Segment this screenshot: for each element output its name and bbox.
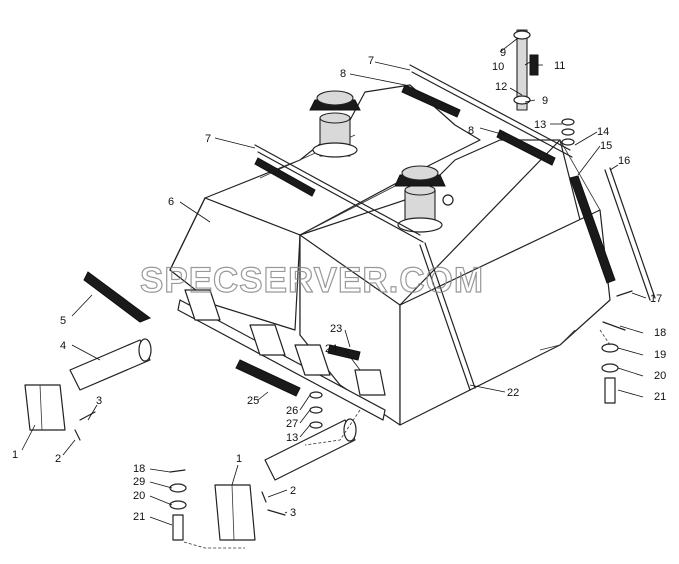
callout-2: 2 [55, 453, 61, 465]
assembly-line-3 [304, 409, 361, 446]
rubber-pad-rear-1 [401, 84, 461, 118]
bracket-1-right [214, 484, 256, 541]
callout-3: 3 [96, 395, 102, 407]
callout-7-left: 7 [205, 133, 211, 145]
callout-8-right: 8 [468, 125, 474, 137]
callout-21-right: 21 [654, 391, 666, 403]
bracket-1-left [24, 384, 66, 431]
assembly-line-2 [599, 329, 611, 346]
pin-2-left [74, 429, 81, 441]
strip-15 [569, 175, 616, 284]
callout-20-right: 20 [654, 370, 666, 382]
rubber-pad-rear-2 [496, 129, 556, 166]
callout-27: 27 [286, 418, 298, 430]
watermark-text: SPECSERVER.COM [140, 261, 484, 300]
bracket-24 [354, 369, 386, 396]
top-bolt-stack [513, 29, 539, 111]
tube-4 [69, 338, 152, 391]
pin-17 [616, 290, 633, 297]
pad-5 [83, 271, 152, 323]
callout-13-top: 13 [534, 119, 546, 131]
strap-front [254, 144, 424, 243]
callout-25: 25 [247, 395, 259, 407]
bolt-assembly-left [169, 469, 187, 541]
tube-lower [264, 418, 357, 481]
callout-20-left: 20 [133, 490, 145, 502]
rubber-pad-front [254, 157, 316, 197]
callout-18-left: 18 [133, 463, 145, 475]
callout-3-right: 3 [290, 507, 296, 519]
pin-3-left [79, 411, 96, 421]
callout-9-bottom: 9 [542, 95, 548, 107]
callout-8-left: 8 [340, 68, 346, 80]
filler-neck-right [394, 165, 454, 233]
callout-12: 12 [495, 81, 507, 93]
callout-9-top: 9 [500, 47, 506, 59]
pin-3-right [267, 509, 286, 516]
strap-rear [409, 64, 573, 158]
pad-25 [235, 359, 301, 397]
bolt-assembly-right [601, 321, 626, 404]
callout-23: 23 [330, 323, 342, 335]
callout-24: 24 [325, 343, 337, 355]
callout-4: 4 [60, 340, 66, 352]
callout-22: 22 [507, 387, 519, 399]
callout-13-bottom: 13 [286, 432, 298, 444]
callout-19: 19 [654, 349, 666, 361]
bolt-stack-26-27 [309, 391, 323, 429]
callout-6: 6 [168, 196, 174, 208]
callout-16: 16 [618, 155, 630, 167]
callout-10: 10 [492, 61, 504, 73]
callout-2-right: 2 [290, 485, 296, 497]
callout-17: 17 [650, 293, 662, 305]
pad-23 [327, 344, 361, 361]
crossbar-front [177, 289, 386, 421]
callout-1-right: 1 [236, 453, 242, 465]
filler-neck-left [309, 90, 361, 158]
rod-22 [419, 242, 476, 391]
callout-18-right: 18 [654, 327, 666, 339]
callout-labels: 1 2 3 4 5 6 7 7 8 8 9 9 10 11 12 13 13 1… [12, 47, 666, 523]
leader-lines [21, 37, 647, 526]
rod-16 [604, 167, 656, 301]
callout-7-right: 7 [368, 55, 374, 67]
callout-15: 15 [600, 140, 612, 152]
pin-2-right [261, 491, 267, 503]
callout-21-left: 21 [133, 511, 145, 523]
assembly-line-1 [183, 541, 245, 549]
callout-26: 26 [286, 405, 298, 417]
callout-14: 14 [597, 126, 609, 138]
callout-11: 11 [554, 60, 565, 72]
callout-1: 1 [12, 449, 18, 461]
callout-29: 29 [133, 476, 145, 488]
nut-stack-13 [561, 118, 575, 146]
callout-5: 5 [60, 315, 66, 327]
